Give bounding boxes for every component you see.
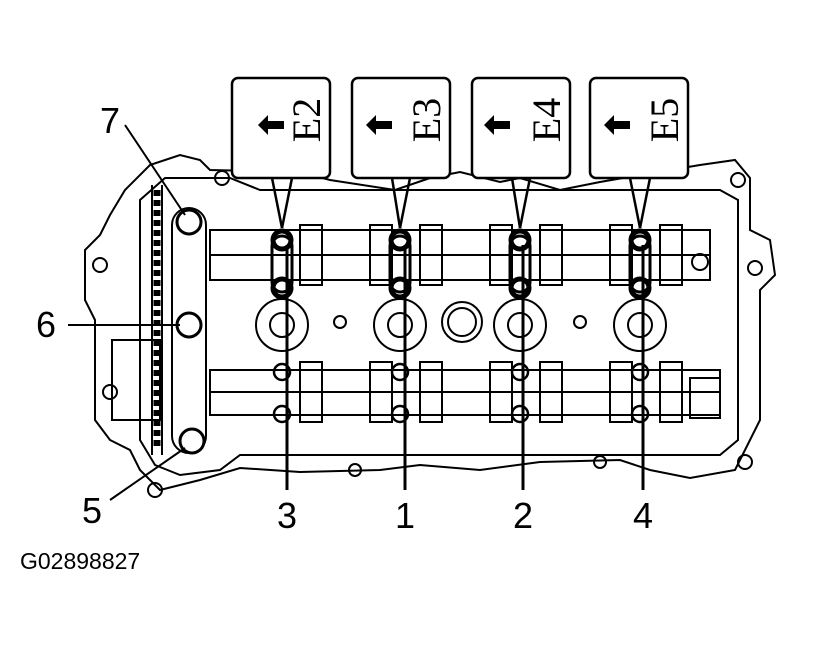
- bolt-5-marker: [178, 427, 206, 455]
- bolt-7-marker: [175, 208, 203, 236]
- chain-guide-bolts: [175, 208, 206, 455]
- cylinder-head-outline: [84, 153, 777, 498]
- bolt-label-6: 6: [36, 304, 56, 345]
- bolt-label-7: 7: [100, 100, 120, 141]
- arrow-left-icon: [604, 115, 630, 135]
- bolt-label-4: 4: [633, 495, 653, 536]
- callout-label-e3: E3: [404, 98, 449, 142]
- lower-cap-bolts: [272, 362, 650, 424]
- callout-e5: E5: [588, 76, 690, 229]
- bolt-6-marker: [175, 311, 203, 339]
- bolt-label-5: 5: [82, 490, 102, 531]
- arrow-left-icon: [366, 115, 392, 135]
- arrow-left-icon: [258, 115, 284, 135]
- callout-label-e2: E2: [284, 98, 329, 142]
- bolt-label-1: 1: [395, 495, 415, 536]
- arrow-left-icon: [484, 115, 510, 135]
- callout-label-e5: E5: [642, 98, 687, 142]
- figure-id: G02898827: [20, 548, 141, 574]
- bolt-leader-lines: [68, 124, 645, 501]
- bolt-label-3: 3: [277, 495, 297, 536]
- callout-e3: E3: [350, 76, 452, 229]
- callout-label-e4: E4: [524, 98, 569, 142]
- bearing-cap-bolts: [270, 228, 652, 300]
- callout-e2: E2: [230, 76, 332, 229]
- callout-e4: E4: [470, 76, 572, 229]
- bolt-label-2: 2: [513, 495, 533, 536]
